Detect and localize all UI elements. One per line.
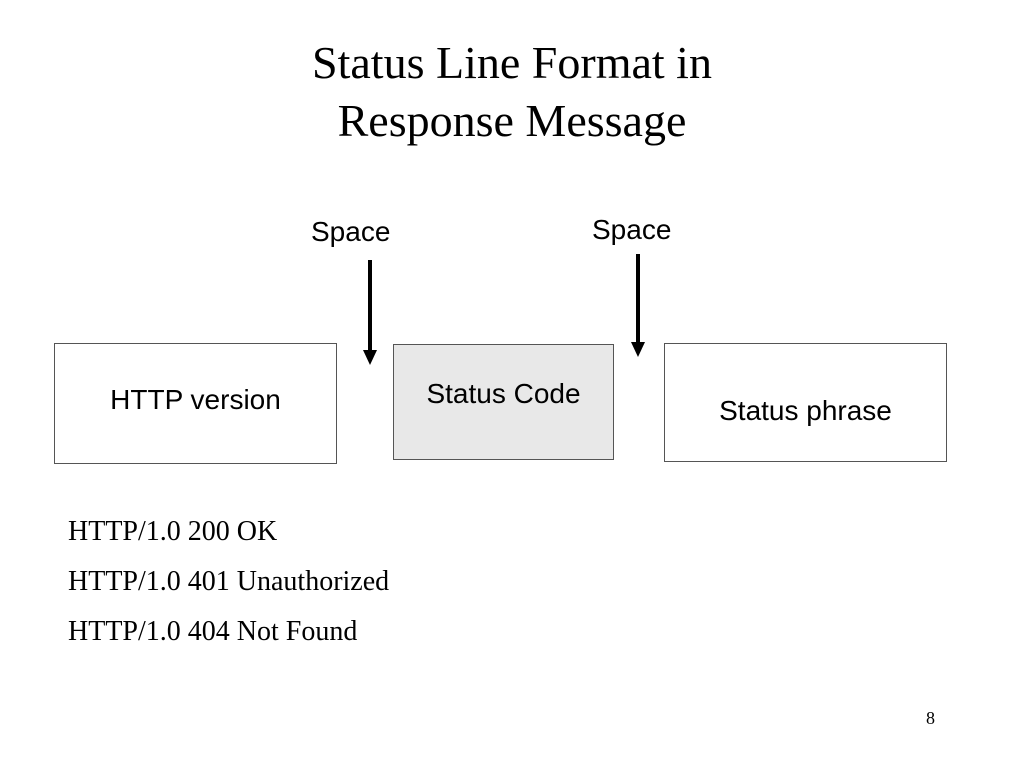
example-line: HTTP/1.0 200 OK — [68, 516, 278, 547]
space-arrow-2 — [631, 254, 645, 357]
space-label-1: Space — [311, 216, 391, 247]
title-line-2: Response Message — [337, 95, 687, 146]
space-arrow-1 — [363, 260, 377, 365]
example-line: HTTP/1.0 404 Not Found — [68, 616, 358, 647]
example-status-lines: HTTP/1.0 200 OK HTTP/1.0 401 Unauthorize… — [68, 512, 389, 662]
http-version-label: HTTP version — [110, 383, 281, 415]
status-phrase-box: Status phrase — [664, 343, 947, 462]
slide-title: Status Line Format in Response Message — [0, 34, 1024, 150]
status-code-label: Status Code — [426, 378, 581, 409]
example-line: HTTP/1.0 401 Unauthorized — [68, 566, 390, 597]
status-phrase-label: Status phrase — [719, 394, 892, 426]
space-label-2: Space — [592, 214, 672, 245]
status-code-box: Status Code — [393, 344, 614, 460]
page-number: 8 — [926, 708, 935, 728]
http-version-box: HTTP version — [54, 343, 337, 464]
title-line-1: Status Line Format in — [312, 37, 712, 88]
